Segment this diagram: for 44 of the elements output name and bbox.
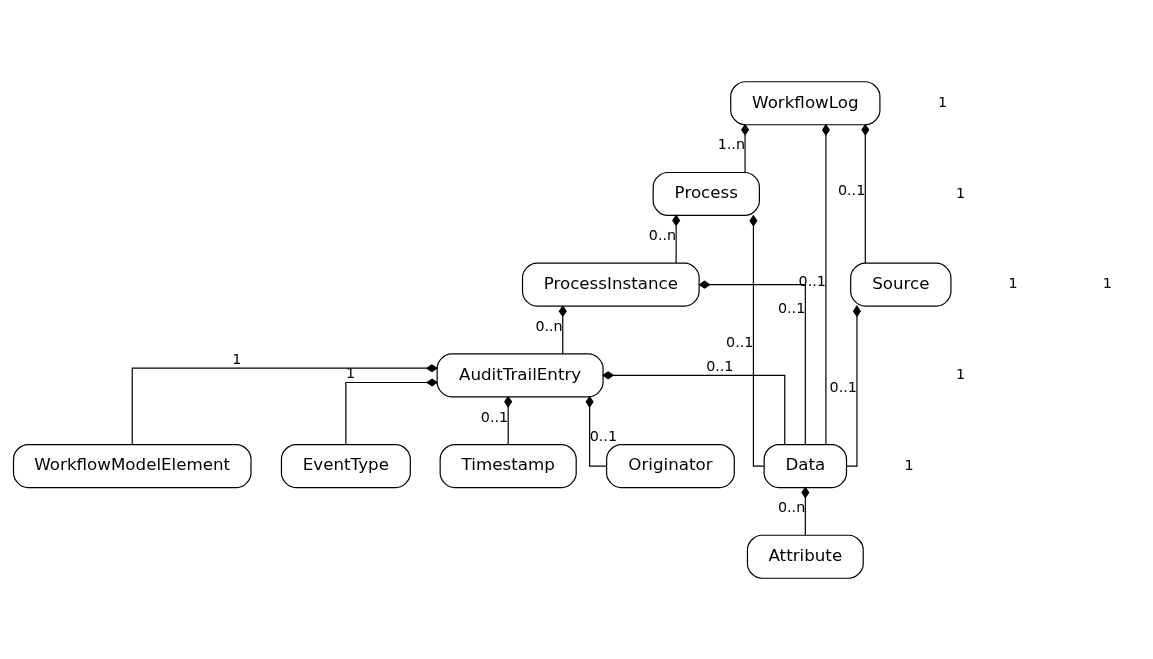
node-box: WorkflowLog [730, 80, 881, 125]
node-box: WorkflowModelElement [12, 443, 252, 488]
edge-label: 0..1 [726, 333, 754, 350]
connector [698, 280, 806, 445]
connector [131, 363, 438, 445]
connector [345, 377, 439, 445]
edge-label: 0..n [535, 317, 563, 334]
connector [749, 214, 765, 467]
edge-label: 0..1 [589, 427, 618, 444]
node-box: Source [850, 262, 952, 307]
node-box: Originator [606, 443, 735, 488]
node-box: ProcessInstance [521, 262, 700, 307]
label: 1 [904, 456, 914, 473]
edge-label: 0..1 [829, 378, 857, 395]
connector [602, 370, 786, 445]
label: 1 [1008, 274, 1018, 291]
node-box: Timestamp [439, 443, 577, 488]
connector [585, 395, 607, 467]
edge-label: 1..n [717, 135, 745, 152]
edge-label: 0..1 [837, 181, 866, 198]
edge-label: 1 [232, 350, 242, 367]
connector [861, 123, 870, 264]
connector [672, 213, 681, 264]
label: 1 [955, 184, 966, 201]
node-box: AuditTrailEntry [436, 352, 604, 397]
connector [504, 395, 513, 445]
label: 1 [955, 365, 966, 382]
edge-label: 0..n [777, 498, 806, 515]
node-box: Attribute [746, 534, 864, 579]
edge-label: 0..1 [706, 357, 734, 374]
connector [801, 485, 810, 536]
node-box: Data [763, 443, 848, 488]
connector [741, 123, 750, 173]
edge-label: 1 [346, 364, 356, 381]
connector [821, 123, 830, 445]
connector [558, 304, 567, 354]
node-box: EventType [280, 443, 411, 488]
node-box: Process [652, 171, 760, 216]
label: 1 [938, 93, 948, 110]
edge-label: 0..1 [777, 299, 806, 316]
edge-label: 0..1 [480, 408, 509, 425]
connector [846, 304, 861, 467]
edge-label: 0..n [648, 226, 677, 243]
label: 1 [1102, 274, 1112, 291]
